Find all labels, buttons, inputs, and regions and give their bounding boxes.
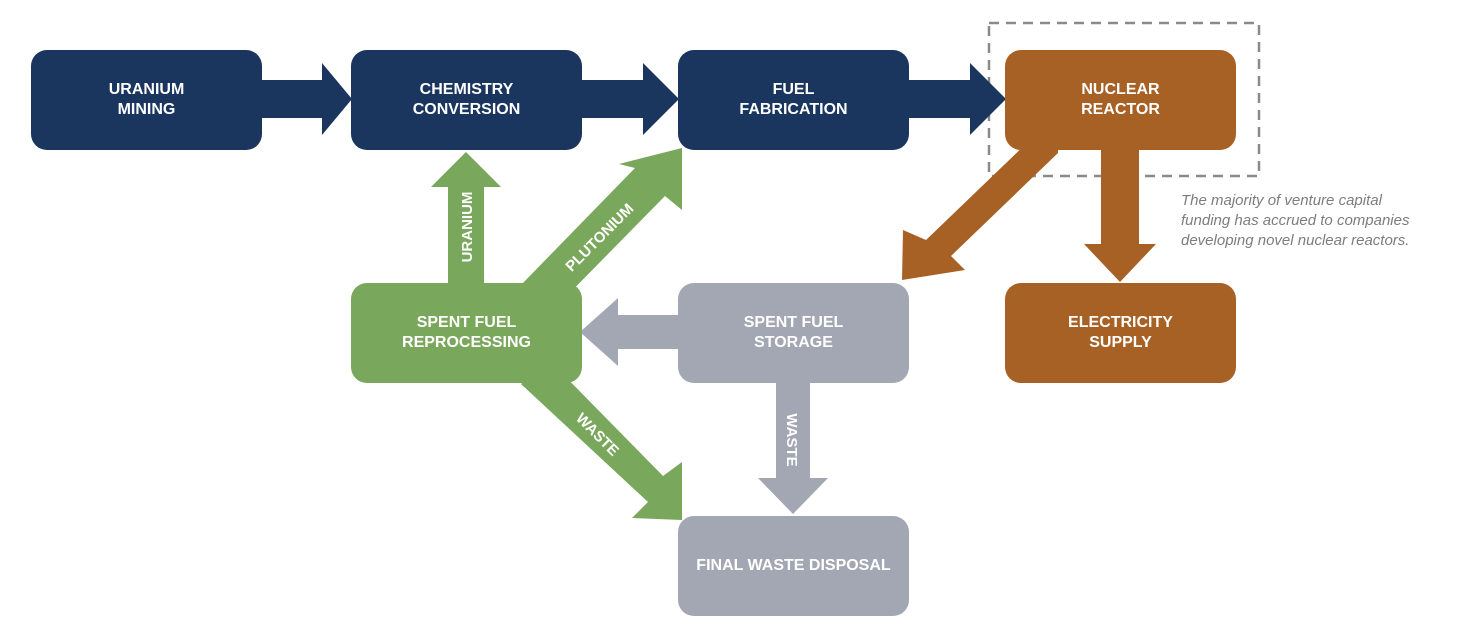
node-spent-fuel-reprocessing: SPENT FUEL REPROCESSING (351, 283, 582, 383)
node-fuel-fabrication: FUEL FABRICATION (678, 50, 909, 150)
node-nuclear-reactor: NUCLEAR REACTOR (1005, 50, 1236, 150)
node-electricity-supply: ELECTRICITY SUPPLY (1005, 283, 1236, 383)
arrow-fabrication-to-reactor (907, 63, 1006, 135)
node-chemistry-conversion: CHEMISTRY CONVERSION (351, 50, 582, 150)
arrow-plutonium-to-fabrication (520, 148, 682, 314)
arrow-mining-to-conversion (260, 63, 352, 135)
vc-funding-annotation: The majority of venture capital funding … (1181, 192, 1410, 249)
label-uranium: URANIUM (459, 192, 476, 263)
node-spent-fuel-storage: SPENT FUEL STORAGE (678, 283, 909, 383)
arrow-conversion-to-fabrication (580, 63, 679, 135)
node-uranium-mining: URANIUM MINING (31, 50, 262, 150)
label-waste-storage: WASTE (783, 413, 800, 466)
arrow-uranium-to-conversion (431, 152, 501, 284)
arrow-reactor-to-electricity (1084, 148, 1156, 282)
arrow-waste-to-disposal (521, 360, 682, 520)
arrow-reactor-to-storage (902, 140, 1058, 280)
node-final-waste-disposal: FINAL WASTE DISPOSAL (678, 516, 909, 616)
arrow-storage-to-disposal (758, 381, 828, 514)
arrow-storage-to-reprocessing (580, 298, 679, 366)
